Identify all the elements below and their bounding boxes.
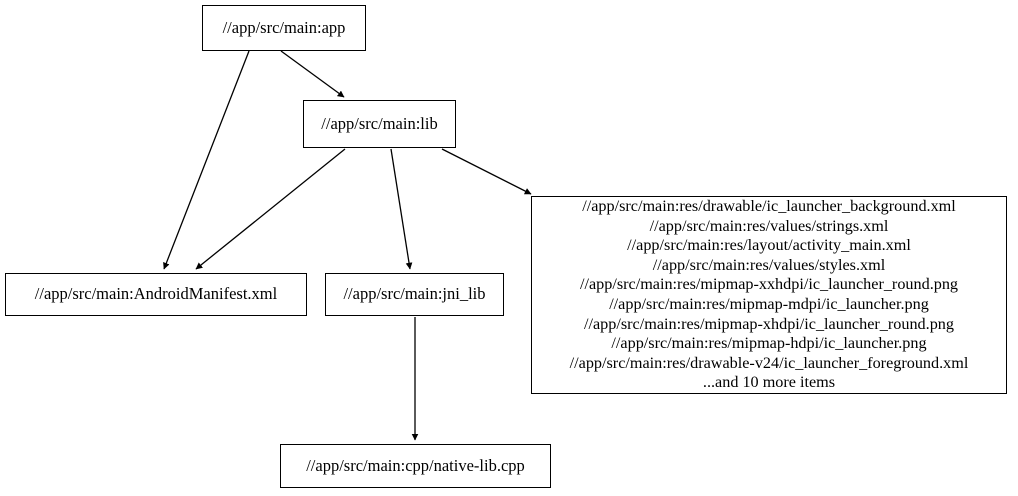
edge-lib-to-manifest: [195, 148, 346, 270]
graph-node-native-lib-cpp-label: //app/src/main:cpp/native-lib.cpp: [306, 455, 525, 475]
edge-lib-to-res-group: [441, 148, 532, 195]
edge-app-to-lib: [280, 50, 345, 98]
graph-node-lib[interactable]: //app/src/main:lib: [303, 100, 456, 148]
graph-node-lib-label: //app/src/main:lib: [321, 113, 438, 133]
graph-node-app[interactable]: //app/src/main:app: [202, 5, 366, 51]
graph-node-android-manifest[interactable]: //app/src/main:AndroidManifest.xml: [5, 273, 307, 316]
graph-node-jni-lib-label: //app/src/main:jni_lib: [343, 284, 486, 304]
graph-node-res-group[interactable]: //app/src/main:res/drawable/ic_launcher_…: [531, 196, 1007, 394]
edge-lib-to-jni-lib: [390, 148, 413, 270]
graph-node-jni-lib[interactable]: //app/src/main:jni_lib: [325, 273, 504, 316]
graph-node-android-manifest-label: //app/src/main:AndroidManifest.xml: [34, 284, 278, 304]
graph-node-native-lib-cpp[interactable]: //app/src/main:cpp/native-lib.cpp: [280, 444, 551, 488]
graph-node-app-label: //app/src/main:app: [222, 17, 346, 37]
graph-node-res-group-label: //app/src/main:res/drawable/ic_launcher_…: [569, 197, 969, 392]
edge-app-to-manifest: [163, 50, 250, 270]
